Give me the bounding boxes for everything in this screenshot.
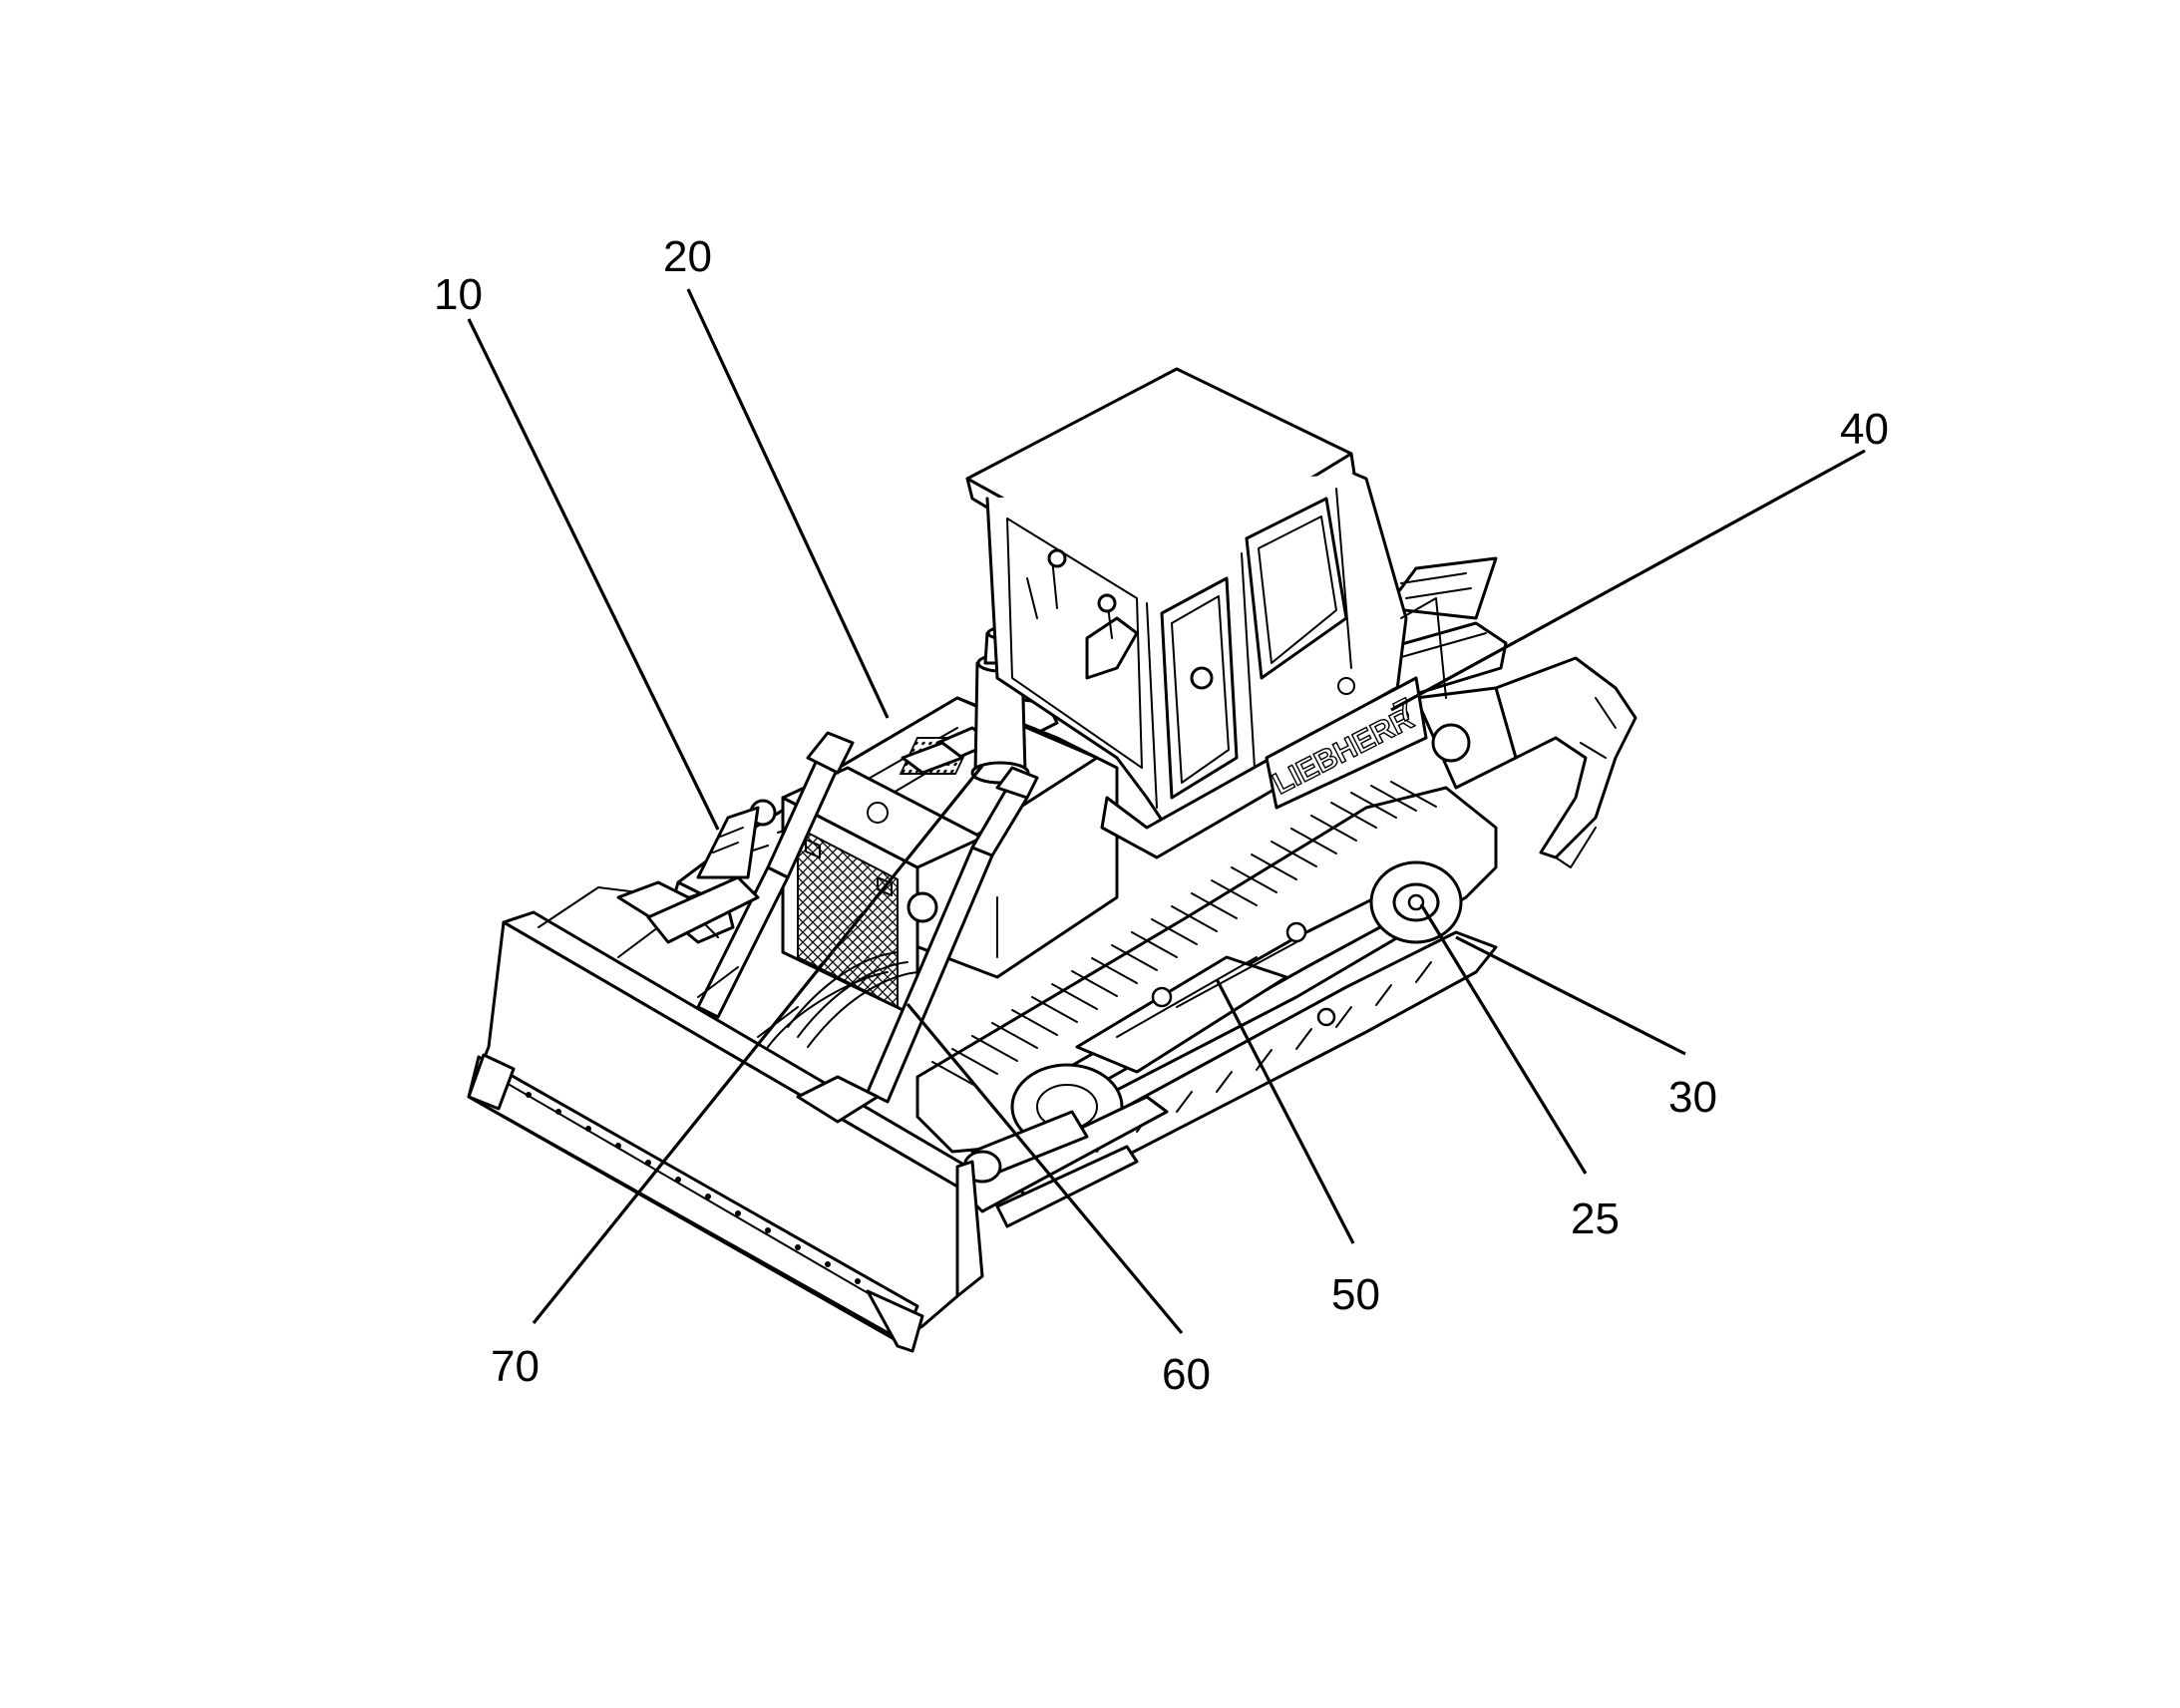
ripper — [1414, 656, 1637, 868]
leader-40 — [1390, 449, 1866, 712]
far-push-arm — [646, 806, 760, 944]
leader-25 — [1419, 903, 1588, 1175]
ref-label-25: 25 — [1571, 1195, 1620, 1243]
dozer-drawing: LIEBHERR 7 — [467, 367, 1637, 1353]
radiator-front — [781, 766, 984, 1019]
blade-bolts — [526, 1092, 861, 1284]
leader-60 — [906, 1002, 1184, 1335]
ref-label-10: 10 — [434, 270, 483, 319]
leader-70 — [532, 764, 984, 1325]
ref-label-30: 30 — [1668, 1073, 1717, 1122]
ref-label-60: 60 — [1162, 1350, 1211, 1399]
leader-20 — [686, 288, 890, 719]
ref-label-20: 20 — [663, 232, 712, 281]
reference-labels: 10 20 40 30 25 50 60 70 — [434, 232, 1889, 1399]
hydraulic-hoses — [767, 951, 918, 1048]
leader-50 — [1215, 978, 1355, 1244]
ref-label-40: 40 — [1840, 405, 1889, 454]
leader-30 — [1455, 935, 1686, 1056]
ref-label-50: 50 — [1331, 1270, 1380, 1319]
dozer-blade — [467, 880, 984, 1353]
push-arm — [955, 1095, 1169, 1228]
leader-lines — [467, 288, 1866, 1335]
leader-10 — [467, 318, 720, 831]
ref-label-70: 70 — [491, 1342, 540, 1391]
